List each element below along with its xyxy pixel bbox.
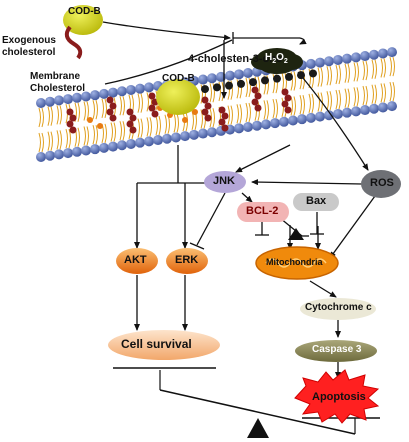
caspase-label: Caspase 3 [312,344,362,355]
exogenous-label-2: cholesterol [2,47,56,58]
mitochondria-label: Mitochondria [266,257,323,267]
exogenous-label-1: Exogenous [2,35,56,46]
ros-label: ROS [370,177,394,189]
h2o2-h: H [265,52,273,63]
h2o2-label: H2O2 [265,52,288,65]
bcl2-label: BCL-2 [246,205,279,217]
membrane-label-1: Membrane [30,71,81,82]
cholestenone-label: 4-cholesten-3-one [188,53,283,65]
ros-shape [361,170,401,198]
h2o2-sub-1: 2 [272,58,277,65]
codb-top-shape [63,5,103,35]
codb-membrane-shape [156,79,200,115]
cytochrome-label: Cytochrome c [305,302,372,313]
erk-shape [166,248,208,274]
codb-top-label: COD-B [68,6,101,17]
h2o2-cloud-icon [251,48,303,74]
bax-label: Bax [306,195,327,207]
akt-shape [116,248,158,274]
akt-label: AKT [124,254,147,266]
cell-survival-shape [108,330,220,360]
h2o2-sub-2: 2 [283,58,288,65]
cell-survival-label: Cell survival [121,337,192,351]
explosion-icon [294,369,380,424]
caspase-shape [295,340,377,362]
mitochondria-icon [255,246,339,280]
bcl2-shape [237,202,289,222]
cytochrome-shape [300,298,376,320]
membrane-label-2: Cholesterol [30,83,86,94]
h2o2-o: O [276,52,284,63]
jnk-shape [204,171,246,193]
balance-fulcrum-icon [113,228,380,438]
bax-shape [293,193,339,211]
codb-membrane-label: COD-B [162,73,195,84]
apoptosis-label: Apoptosis [312,391,366,403]
jnk-label: JNK [213,175,236,187]
erk-label: ERK [175,254,199,266]
exogenous-cholesterol-icon [64,25,83,60]
